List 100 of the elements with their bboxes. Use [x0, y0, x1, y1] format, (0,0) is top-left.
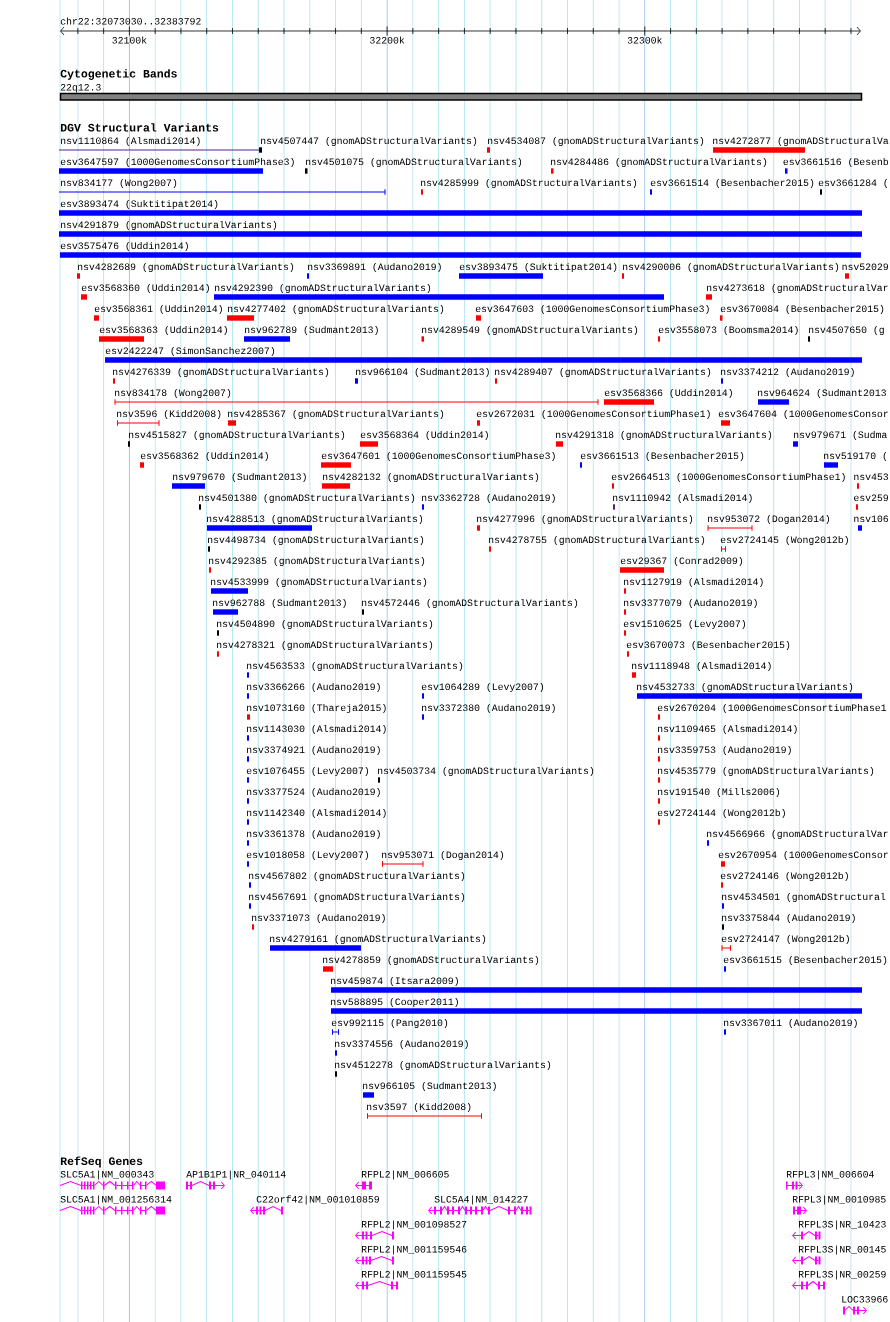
variant-label: nsv3375844 (Audano2019) [722, 913, 855, 924]
variant-label: nsv4535779 (gnomADStructuralVariants) [658, 766, 874, 777]
variant-label: esv3647597 (1000GenomesConsortiumPhase3) [60, 157, 294, 168]
variant-label: nsv4282689 (gnomADStructuralVariants) [78, 262, 294, 273]
variant-label: nsv588895 (Cooper2011) [331, 997, 458, 1008]
variant-label: nsv4512278 (gnomADStructuralVariants) [335, 1060, 551, 1071]
variant-label: nsv4284486 (gnomADStructuralVariants) [551, 157, 767, 168]
variant-label: nsv3359753 (Audano2019) [658, 745, 791, 756]
variant-label: nsv3369891 (Audano2019) [308, 262, 441, 273]
variant-label: nsv3374212 (Audano2019) [721, 367, 854, 378]
gene-label: SLC5A4|NM_014227 [434, 1195, 528, 1205]
variant-label: esv992115 (Pang2010) [331, 1018, 448, 1029]
variant-label: nsv4572446 (gnomADStructuralVariants) [362, 598, 578, 609]
variant-label: nsv4291879 (gnomADStructuralVariants) [61, 220, 277, 231]
variant-label: nsv4566966 (gnomADStructuralVar [707, 829, 888, 840]
variant-label: esv29367 (Conrad2009) [620, 556, 743, 567]
variant-label: nsv3372380 (Audano2019) [422, 703, 555, 714]
variant-label: nsv1109465 (Alsmadi2014) [658, 724, 797, 735]
variant-label: nsv979670 (Sudmant2013) [173, 472, 306, 483]
variant-label: nsv962789 (Sudmant2013) [245, 325, 378, 336]
variant-label: nsv191540 (Mills2006) [658, 787, 780, 798]
variant-label: esv2422247 (SimonSanchez2007) [105, 346, 275, 357]
variant-label: nsv4292390 (gnomADStructuralVariants) [215, 283, 431, 294]
gene-label: C22orf42|NM_001010859 [256, 1195, 379, 1205]
variant-label: nsv4277402 (gnomADStructuralVariants) [228, 304, 444, 315]
variant-label: esv3661516 (Besenb [783, 157, 889, 168]
variant-label: esv3568366 (Uddin2014) [604, 388, 732, 399]
variant-label: nsv4501380 (gnomADStructuralVariants) [199, 493, 415, 504]
variant-label: nsv1143030 (Alsmadi2014) [247, 724, 386, 735]
variant-label: esv1018058 (Levy2007) [246, 850, 369, 861]
variant-label: nsv4498734 (gnomADStructuralVariants) [208, 535, 424, 546]
variant-label: nsv1110942 (Alsmadi2014) [613, 493, 752, 504]
variant-label: nsv4285367 (gnomADStructuralVariants) [228, 409, 444, 420]
variant-label: nsv4289407 (gnomADStructuralVariants) [495, 367, 711, 378]
variant-label: nsv4282132 (gnomADStructuralVariants) [323, 472, 539, 483]
variant-label: esv3670084 (Besenbacher2015) [720, 304, 884, 315]
variant-label: esv3661284 ( [818, 178, 888, 189]
gene-label: RFPL3|NM_006604 [786, 1170, 874, 1180]
variant-label: nsv4273618 (gnomADStructuralVar [707, 283, 888, 294]
variant-label: nsv52029 [842, 263, 889, 271]
variant-label: nsv4288513 (gnomADStructuralVariants) [207, 514, 423, 525]
gene-label: SLC5A1|NM_001256314 [60, 1195, 172, 1205]
variant-label: nsv106 [854, 515, 889, 523]
variant-label: esv2664513 (1000GenomesConsortiumPhase1) [611, 472, 845, 483]
gene-label: LOC33966 [842, 1295, 888, 1303]
variant-label: nsv4503734 (gnomADStructuralVariants) [378, 766, 594, 777]
variant-label: nsv3366266 (Audano2019) [247, 682, 380, 693]
gene-label: RFPL2|NM_001159545 [361, 1270, 467, 1280]
gene-label: RFPL3S|NR_00259 [798, 1270, 886, 1280]
variant-label: nsv979671 (Sudma [794, 430, 887, 441]
variant-label: nsv4532733 (gnomADStructuralVariants) [637, 682, 853, 693]
variant-label: nsv4504890 (gnomADStructuralVariants) [217, 619, 433, 630]
variant-label: esv3893475 (Suktitipat2014) [459, 262, 617, 273]
variant-label: nsv3362728 (Audano2019) [422, 493, 555, 504]
variant-label: nsv3597 (Kidd2008) [367, 1102, 471, 1113]
variant-label: esv3661513 (Besenbacher2015) [580, 451, 744, 462]
variant-label: esv3647604 (1000GenomesConsor [718, 409, 888, 420]
variant-label: nsv1142340 (Alsmadi2014) [247, 808, 386, 819]
variant-label: esv3893474 (Suktitipat2014) [60, 199, 218, 210]
variant-label: esv3661514 (Besenbacher2015) [650, 178, 814, 189]
variant-label: esv3558073 (Boomsma2014) [658, 325, 798, 336]
variant-label: nsv519170 ( [824, 451, 887, 462]
variant-label: nsv4534087 (gnomADStructuralVariants) [488, 136, 704, 147]
variant-label: nsv459874 (Itsara2009) [331, 976, 458, 987]
variant-label: nsv4278859 (gnomADStructuralVariants) [323, 955, 539, 966]
variant-label: nsv4290006 (gnomADStructuralVariants) [623, 262, 839, 273]
variant-label: esv2724145 (Wong2012b) [720, 535, 848, 546]
variant-label: esv2670954 (1000GenomesConsor [718, 850, 888, 861]
variant-label: esv2724147 (Wong2012b) [721, 934, 849, 945]
track-title: Cytogenetic Bands [60, 69, 177, 80]
variant-label: nsv3377524 (Audano2019) [247, 787, 380, 798]
variant-label: nsv4272877 (gnomADStructuralVa [713, 136, 889, 147]
variant-label: nsv4567691 (gnomADStructuralVariants) [249, 892, 465, 903]
variant-label: nsv453 [854, 473, 889, 481]
track-title: RefSeq Genes [60, 1156, 143, 1168]
variant-label: nsv1118948 (Alsmadi2014) [632, 661, 771, 672]
variant-label: esv3647603 (1000GenomesConsortiumPhase3) [475, 304, 709, 315]
variant-label: nsv4567802 (gnomADStructuralVariants) [249, 871, 465, 882]
variant-label: esv1510625 (Levy2007) [623, 619, 746, 630]
variant-label: nsv4277996 (gnomADStructuralVariants) [477, 514, 693, 525]
variant-label: esv3568363 (Uddin2014) [99, 325, 227, 336]
gene-label: RFPL3S|NR_10423 [798, 1220, 886, 1230]
tick-label: 32300k [627, 36, 662, 44]
variant-label: nsv4515827 (gnomADStructuralVariants) [129, 430, 345, 441]
variant-label: esv3568360 (Uddin2014) [81, 283, 209, 294]
variant-label: nsv4507650 (g [809, 325, 884, 336]
variant-label: nsv3361378 (Audano2019) [247, 829, 380, 840]
variant-label: esv259 [854, 494, 889, 502]
region-label: chr22:32073030..32383792 [60, 17, 201, 25]
variant-label: esv2724144 (Wong2012b) [657, 808, 785, 819]
variant-label: nsv3374556 (Audano2019) [335, 1039, 468, 1050]
variant-label: esv3647601 (1000GenomesConsortiumPhase3) [321, 451, 555, 462]
variant-label: nsv964624 (Sudmant2013 [758, 388, 886, 399]
variant-label: nsv4278755 (gnomADStructuralVariants) [489, 535, 705, 546]
variant-label: nsv4289549 (gnomADStructuralVariants) [422, 325, 638, 336]
variant-label: nsv3596 (Kidd2008) [117, 409, 221, 420]
variant-label: nsv3374921 (Audano2019) [247, 745, 380, 756]
variant-label: esv3661515 (Besenbacher2015) [723, 955, 887, 966]
variant-label: esv3575476 (Uddin2014) [60, 241, 188, 252]
variant-label: nsv966104 (Sudmant2013) [356, 367, 489, 378]
